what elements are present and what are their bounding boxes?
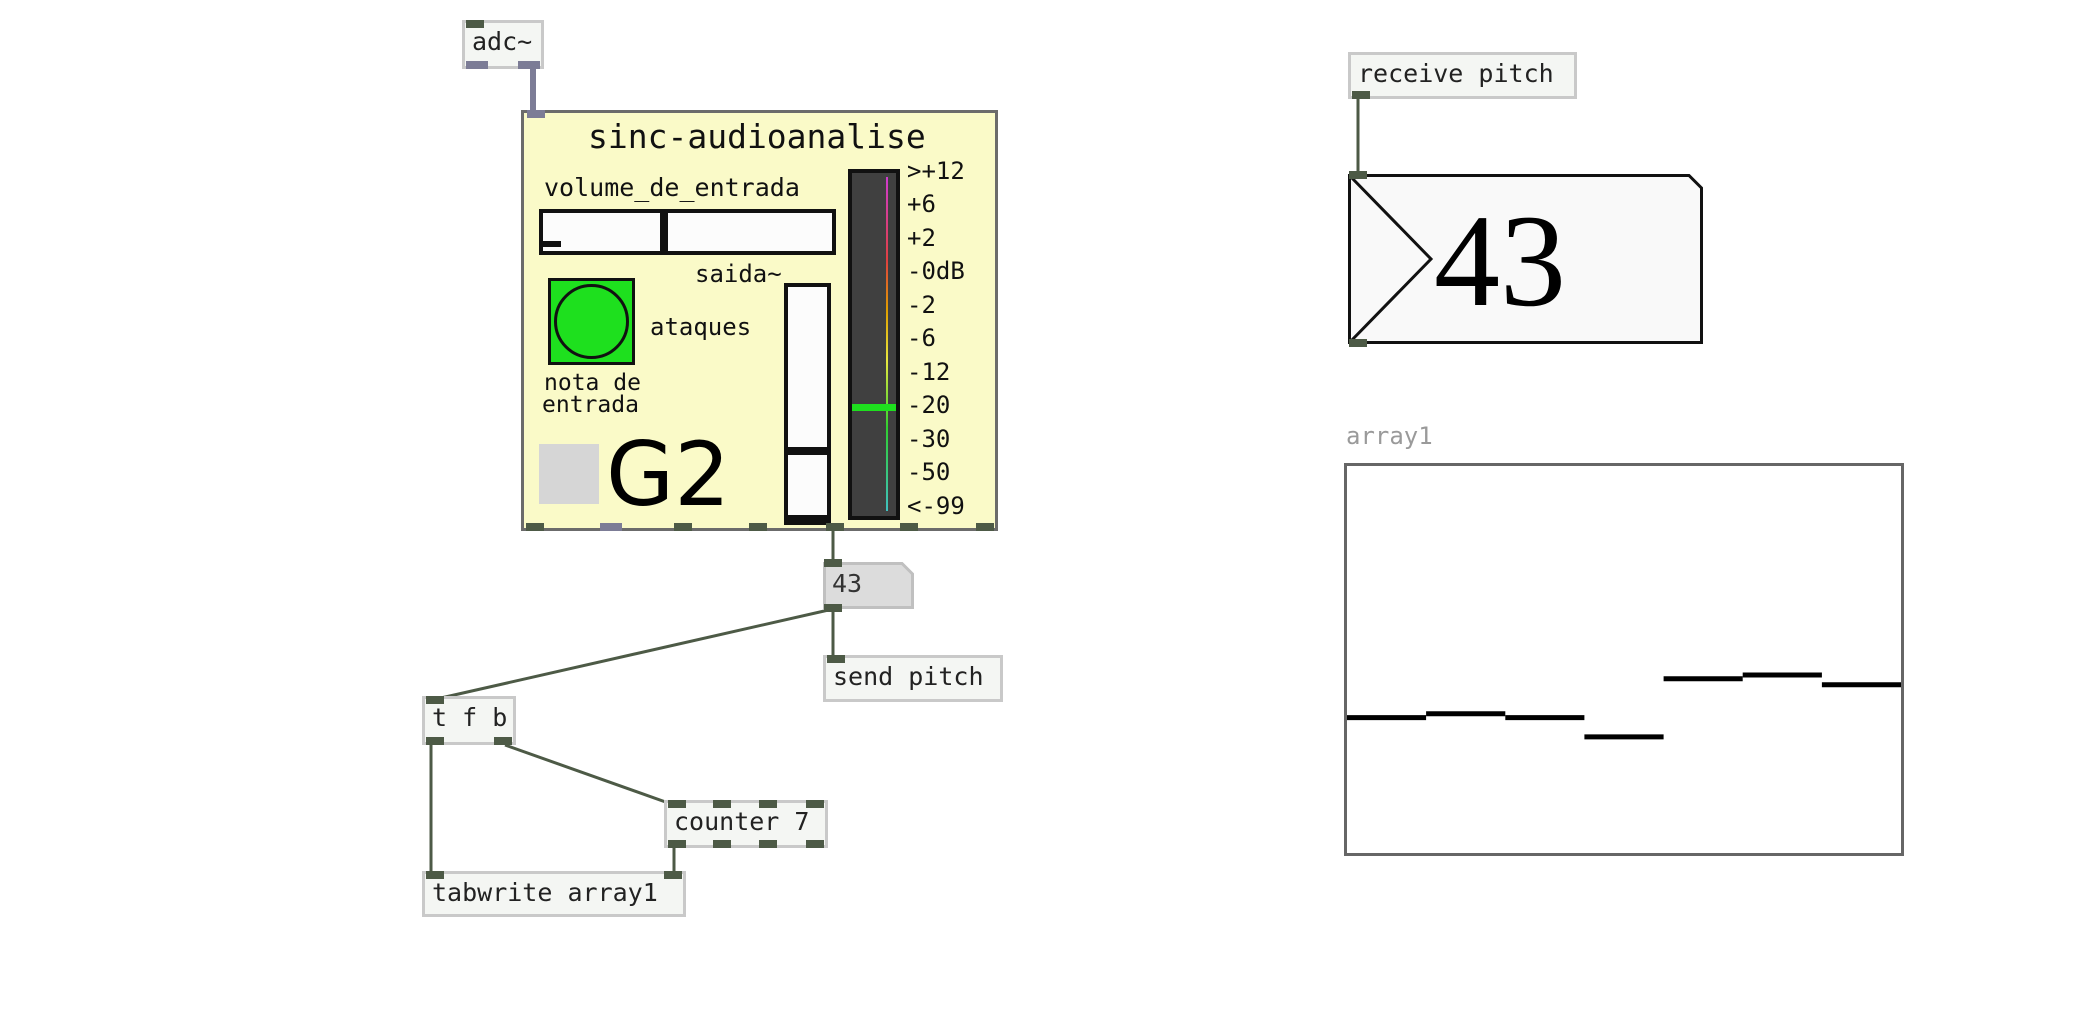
adc-inlet[interactable] bbox=[466, 20, 484, 28]
adc-outlet-left[interactable] bbox=[466, 61, 488, 69]
receive-outlet[interactable] bbox=[1352, 91, 1370, 99]
counter-outlet[interactable] bbox=[759, 840, 777, 848]
vu-scale-label: -6 bbox=[907, 324, 936, 352]
tabwrite-inlet-left[interactable] bbox=[426, 871, 444, 879]
volume-slider[interactable] bbox=[539, 209, 836, 255]
vu-scale-label: <-99 bbox=[907, 492, 965, 520]
gop-outlet[interactable] bbox=[826, 523, 844, 531]
numbox-outlet[interactable] bbox=[824, 604, 842, 612]
vu-scale-label: +6 bbox=[907, 190, 936, 218]
counter-inlet[interactable] bbox=[713, 800, 731, 808]
gop-inlet[interactable] bbox=[527, 110, 545, 118]
bang-circle bbox=[554, 284, 629, 359]
pitch-number-box[interactable]: 43 bbox=[823, 559, 914, 612]
big-numbox-outlet[interactable] bbox=[1349, 339, 1367, 347]
vu-scale-label: -12 bbox=[907, 358, 951, 386]
vu-meter bbox=[848, 169, 900, 520]
saida-slider-bottom-mark bbox=[788, 515, 827, 521]
note-color-box bbox=[539, 444, 599, 504]
sinc-audioanalise-gop[interactable]: sinc-audioanalise volume_de_entrada said… bbox=[521, 110, 998, 531]
numbox-inlet[interactable] bbox=[824, 559, 842, 567]
counter-inlet[interactable] bbox=[759, 800, 777, 808]
cord-numbox-to-trigger[interactable] bbox=[431, 607, 834, 702]
tabwrite-object[interactable]: tabwrite array1 bbox=[422, 871, 686, 917]
volume-slider-handle[interactable] bbox=[660, 213, 669, 251]
gop-title: sinc-audioanalise bbox=[588, 117, 926, 156]
gop-outlet[interactable] bbox=[526, 523, 544, 531]
adc-object[interactable]: adc~ bbox=[462, 20, 544, 69]
saida-slider[interactable] bbox=[784, 283, 831, 525]
send-inlet[interactable] bbox=[827, 655, 845, 663]
adc-outlet-right[interactable] bbox=[518, 61, 540, 69]
adc-label: adc~ bbox=[472, 27, 533, 56]
big-numbox-inlet[interactable] bbox=[1349, 171, 1367, 179]
receive-pitch-label: receive pitch bbox=[1358, 59, 1554, 88]
volume-label: volume_de_entrada bbox=[544, 173, 800, 202]
vu-scale-label: -50 bbox=[907, 458, 951, 486]
vu-level-bar bbox=[852, 404, 896, 411]
saida-slider-handle[interactable] bbox=[788, 446, 827, 455]
trigger-label: t f b bbox=[432, 703, 508, 732]
tabwrite-inlet-right[interactable] bbox=[664, 871, 682, 879]
counter-outlet[interactable] bbox=[668, 840, 686, 848]
counter-object[interactable]: counter 7 bbox=[664, 800, 828, 848]
big-number-box-outline bbox=[1348, 174, 1703, 344]
vu-scale-label: >+12 bbox=[907, 157, 965, 185]
vu-scale-label: -30 bbox=[907, 425, 951, 453]
volume-slider-left-mark bbox=[543, 241, 561, 247]
gop-outlet[interactable] bbox=[674, 523, 692, 531]
nota-label-2: entrada bbox=[542, 392, 639, 418]
saida-label: saida~ bbox=[695, 260, 782, 288]
ataques-bang[interactable] bbox=[548, 278, 635, 365]
gop-outlet[interactable] bbox=[749, 523, 767, 531]
vu-scale-label: +2 bbox=[907, 224, 936, 252]
gop-outlet[interactable] bbox=[976, 523, 994, 531]
gop-outlet[interactable] bbox=[900, 523, 918, 531]
counter-inlet[interactable] bbox=[806, 800, 824, 808]
cord-trigger-right-to-counter[interactable] bbox=[504, 743, 675, 807]
trigger-object[interactable]: t f b bbox=[422, 696, 516, 745]
big-pitch-number-value: 43 bbox=[1434, 187, 1566, 334]
array-plot bbox=[1347, 672, 1901, 740]
counter-outlet[interactable] bbox=[713, 840, 731, 848]
send-pitch-label: send pitch bbox=[833, 662, 984, 691]
trigger-outlet-left[interactable] bbox=[426, 737, 444, 745]
array1-graph[interactable] bbox=[1344, 463, 1904, 856]
nota-label-1: nota de bbox=[544, 370, 641, 396]
vu-scale: >+12 +6 +2 -0dB -2 -6 -12 -20 -30 -50 <-… bbox=[907, 157, 987, 520]
trigger-outlet-right[interactable] bbox=[494, 737, 512, 745]
tabwrite-label: tabwrite array1 bbox=[432, 878, 658, 907]
trigger-inlet[interactable] bbox=[426, 696, 444, 704]
number-box-outline bbox=[823, 562, 914, 609]
counter-label: counter 7 bbox=[674, 807, 810, 836]
vu-scale-label: -20 bbox=[907, 391, 951, 419]
vu-peak-line bbox=[886, 177, 888, 511]
counter-inlet[interactable] bbox=[668, 800, 686, 808]
gop-outlet[interactable] bbox=[600, 523, 622, 531]
send-pitch-object[interactable]: send pitch bbox=[823, 655, 1003, 702]
note-name: G2 bbox=[606, 423, 731, 526]
pitch-number-value: 43 bbox=[832, 569, 863, 598]
array-name: array1 bbox=[1346, 422, 1433, 450]
vu-scale-label: -2 bbox=[907, 291, 936, 319]
receive-pitch-object[interactable]: receive pitch bbox=[1348, 52, 1577, 99]
ataques-label: ataques bbox=[650, 313, 752, 341]
big-pitch-number-box[interactable]: 43 bbox=[1348, 171, 1703, 347]
vu-scale-label: -0dB bbox=[907, 257, 965, 285]
counter-outlet[interactable] bbox=[806, 840, 824, 848]
